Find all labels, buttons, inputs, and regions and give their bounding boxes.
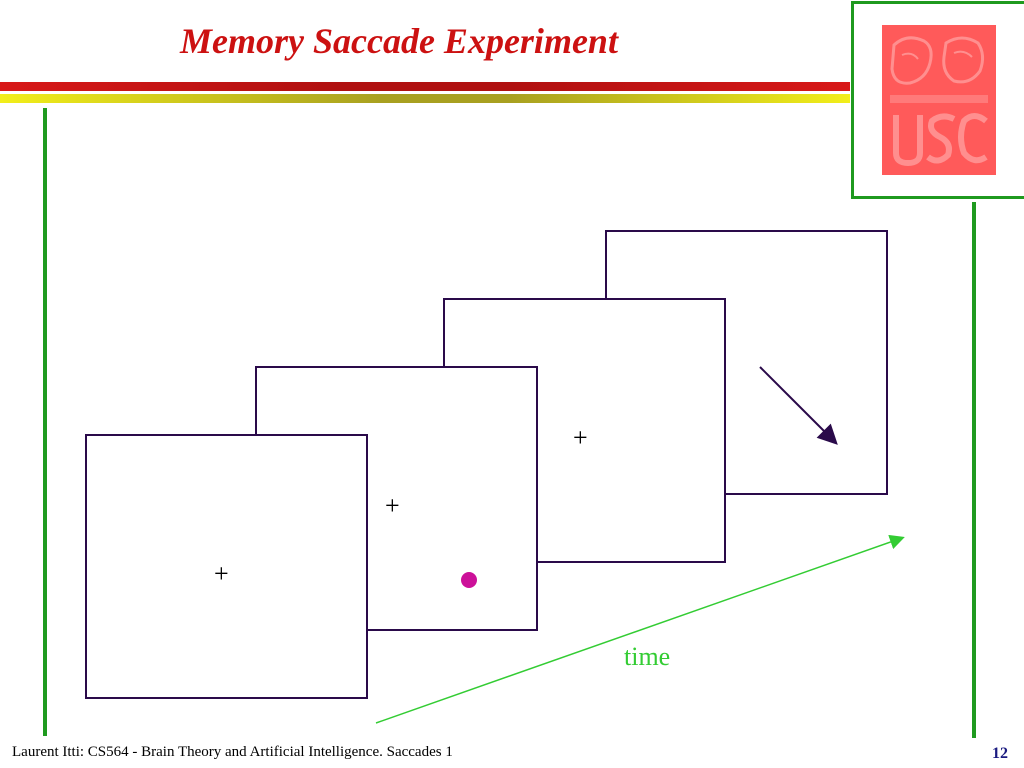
fixation-cross-frame-2: + — [385, 491, 400, 520]
slide-title: Memory Saccade Experiment — [180, 21, 618, 61]
target-dot — [461, 572, 477, 588]
header-red-stripe — [0, 82, 850, 91]
usc-brain-logo-icon — [882, 25, 996, 175]
footer-caption: Laurent Itti: CS564 - Brain Theory and A… — [12, 744, 453, 760]
time-arrow — [375, 534, 905, 724]
logo-frame — [851, 1, 1024, 199]
logo-emblem-graphic — [890, 36, 988, 167]
fixation-cross-frame-3: + — [573, 423, 588, 452]
frame-1 — [85, 434, 368, 699]
right-green-rule — [972, 202, 976, 738]
fixation-cross-frame-1: + — [214, 559, 229, 588]
header-yellow-stripe — [0, 94, 850, 103]
left-green-rule — [43, 108, 47, 736]
saccade-arrow — [759, 366, 838, 445]
time-label: time — [624, 642, 671, 671]
page-number: 12 — [992, 745, 1008, 762]
